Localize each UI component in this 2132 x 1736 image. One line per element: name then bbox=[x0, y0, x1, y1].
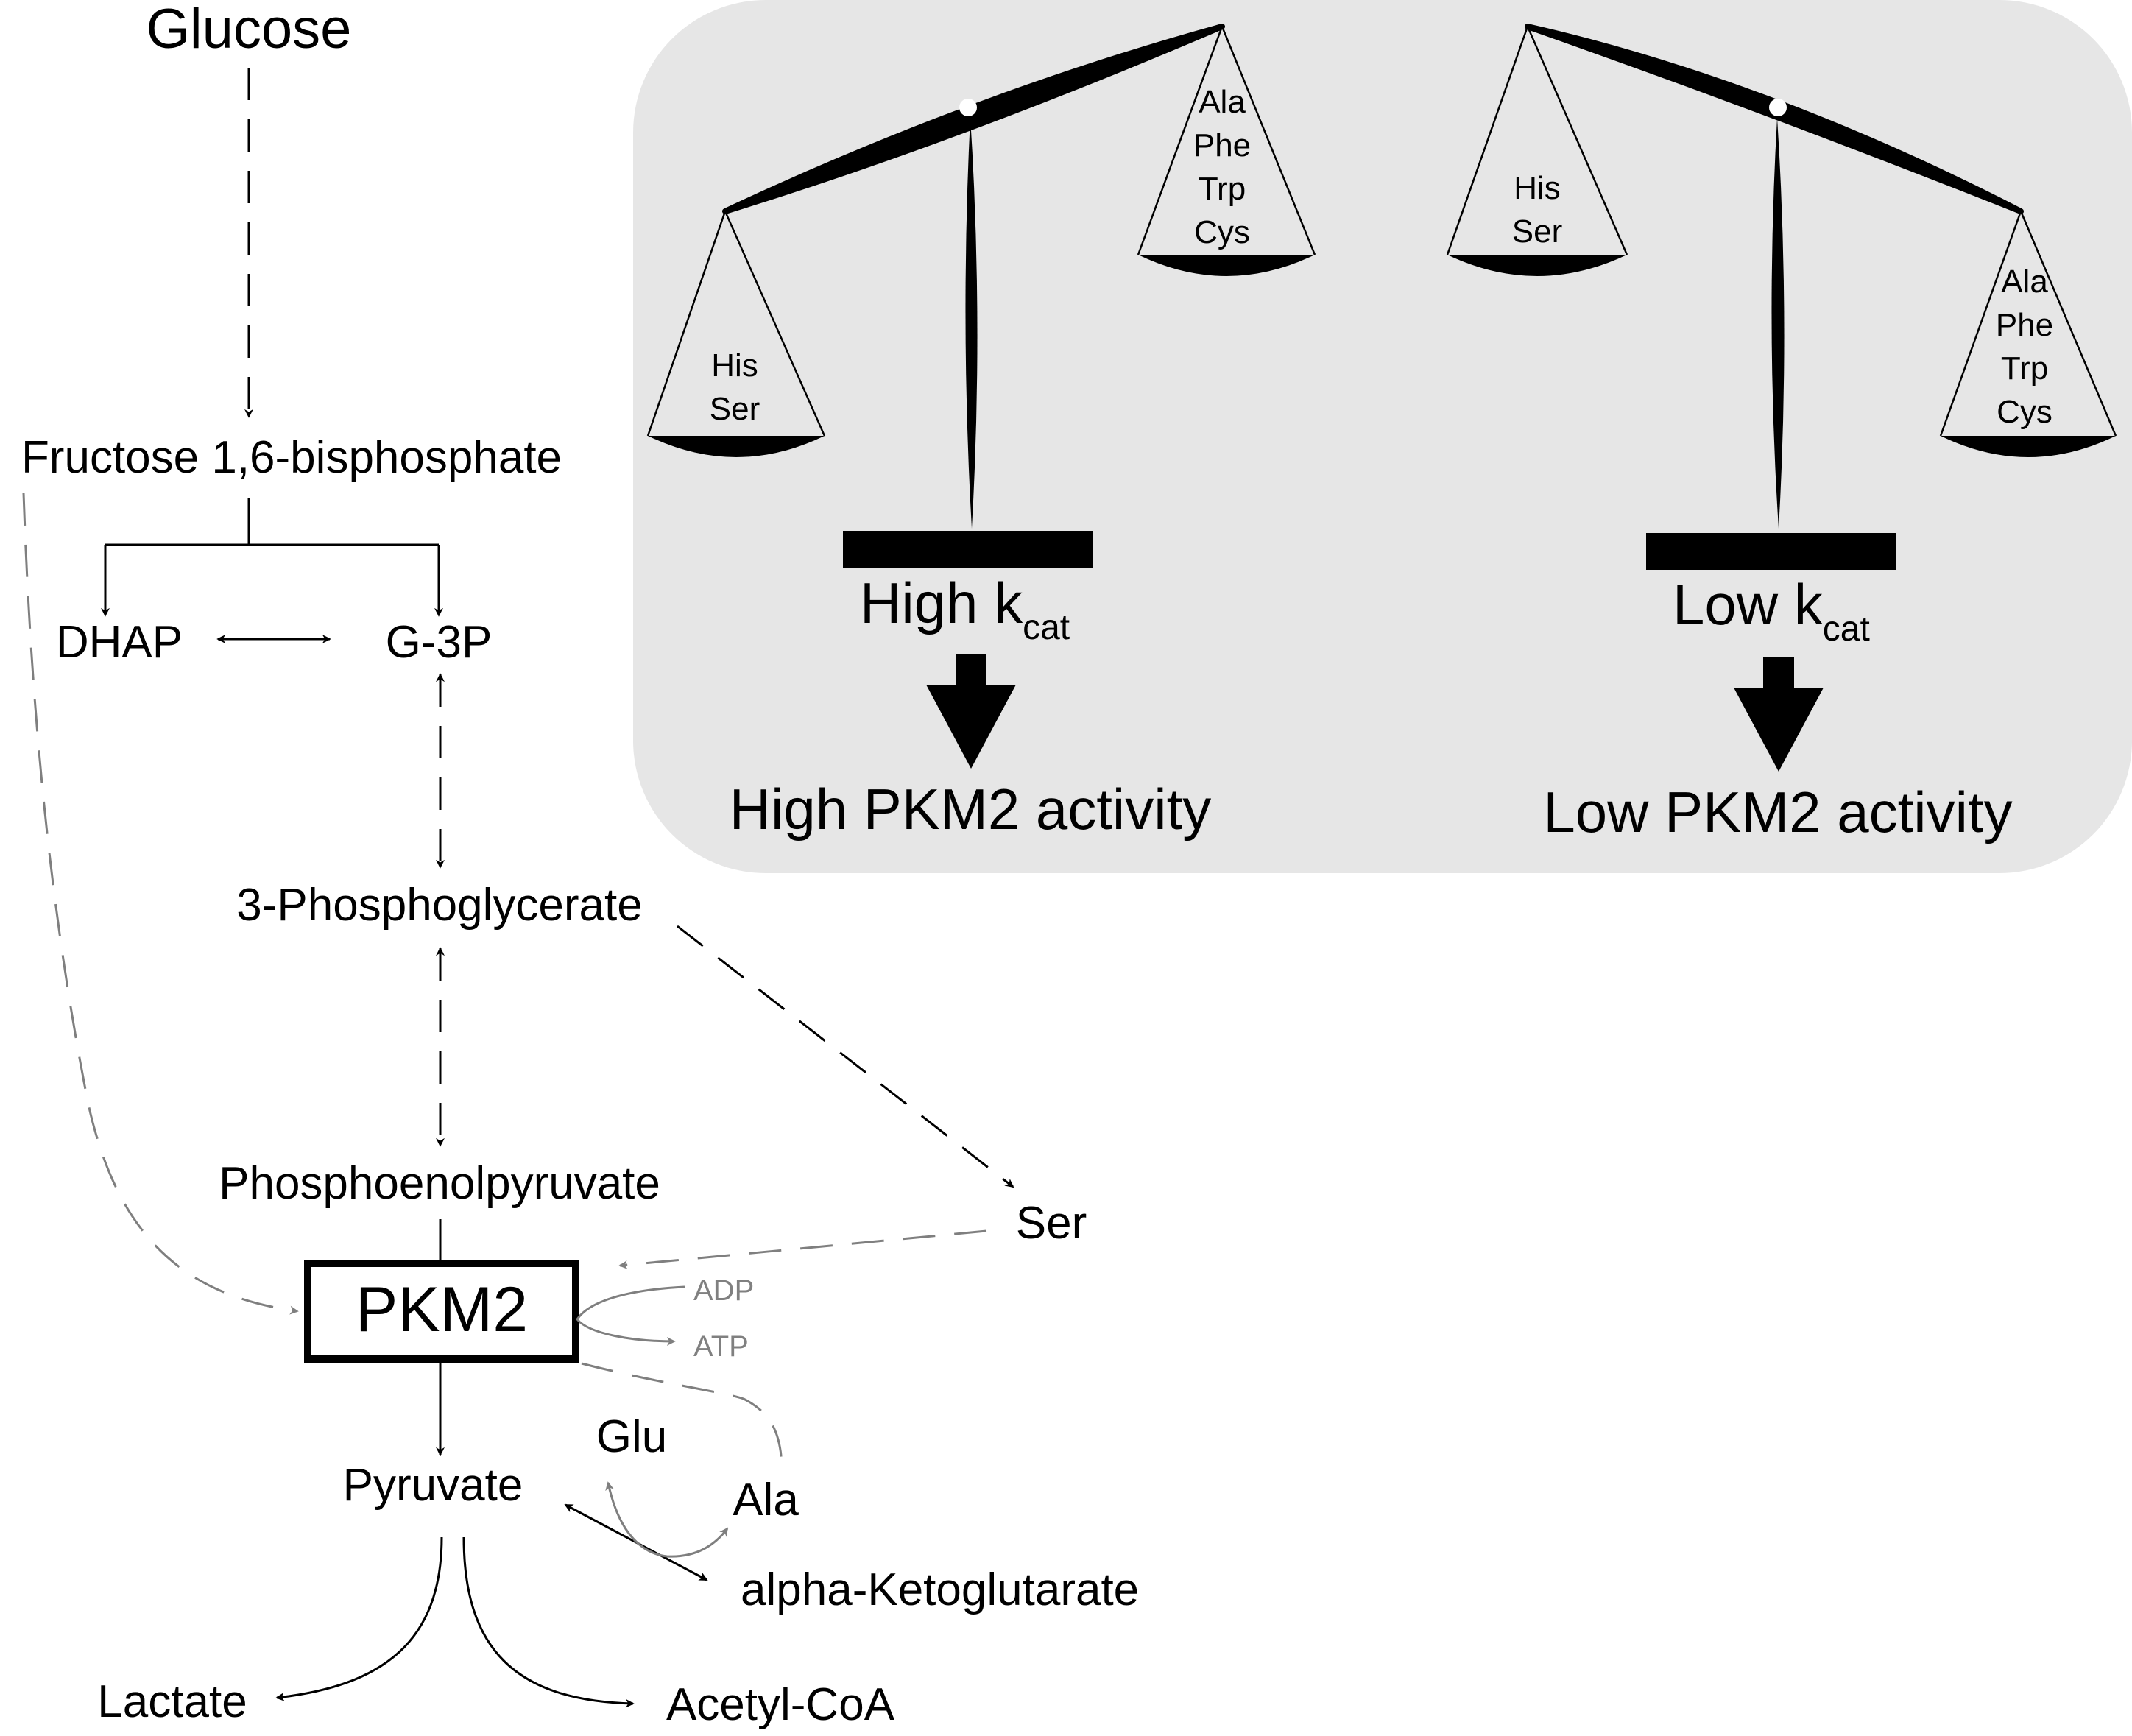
edge-ala-pkm2 bbox=[581, 1362, 783, 1466]
node-dhap: DHAP bbox=[56, 617, 183, 668]
kcat-left-label: High kcat bbox=[860, 571, 1070, 647]
node-glucose: Glucose bbox=[147, 0, 352, 60]
pkm2-box bbox=[304, 1260, 579, 1363]
edge-3pg-ser bbox=[677, 925, 1014, 1188]
balance-left-low-pan-item: Ser bbox=[710, 391, 760, 427]
node-acetyl-coa: Acetyl-CoA bbox=[666, 1679, 895, 1730]
node-fructose: Fructose 1,6-bisphosphate bbox=[21, 432, 562, 483]
balance-left-high-pan bbox=[1138, 255, 1315, 276]
node-pkm2: PKM2 bbox=[356, 1274, 528, 1345]
node-pyruvate: Pyruvate bbox=[343, 1460, 523, 1511]
balance-left-low-pan bbox=[648, 436, 825, 457]
node-g3p: G-3P bbox=[386, 617, 493, 668]
node-ser: Ser bbox=[1016, 1198, 1087, 1249]
node-lactate: Lactate bbox=[97, 1676, 247, 1727]
balance-left: His Ser Ala Phe Trp Cys High kcat High P… bbox=[646, 24, 1316, 841]
big-arrow-right bbox=[1734, 657, 1824, 772]
balance-left-high-pan-item: Ala bbox=[1199, 84, 1246, 120]
node-ala: Ala bbox=[733, 1475, 799, 1525]
edge-fructose-fork bbox=[105, 498, 439, 546]
balance-right: His Ser Ala Phe Trp Cys Low kcat Low PKM… bbox=[1446, 24, 2117, 844]
balance-left-high-pan-item: Cys bbox=[1194, 214, 1250, 250]
balance-right-pivot bbox=[1769, 99, 1787, 116]
node-atp: ATP bbox=[693, 1330, 749, 1363]
node-phosphoenolpyruvate: Phosphoenolpyruvate bbox=[219, 1158, 660, 1209]
balance-left-high-pan-strings bbox=[1137, 26, 1316, 255]
balance-left-post bbox=[965, 118, 978, 529]
balance-right-low-pan-item: Phe bbox=[1996, 307, 2053, 343]
edge-pyruvate-acetylcoa bbox=[462, 1536, 635, 1708]
result-left: High PKM2 activity bbox=[730, 777, 1212, 841]
balance-left-high-pan-item: Phe bbox=[1193, 127, 1251, 163]
balance-right-high-pan bbox=[1447, 255, 1627, 276]
edge-glu-ala bbox=[605, 1481, 729, 1558]
node-alpha-ketoglutarate: alpha-Ketoglutarate bbox=[741, 1564, 1139, 1615]
balance-right-high-pan-item: Ser bbox=[1512, 214, 1562, 250]
edge-adp-atp bbox=[576, 1285, 685, 1346]
balance-right-high-pan-item: His bbox=[1514, 170, 1561, 206]
balance-right-low-pan-item: Trp bbox=[2001, 350, 2048, 387]
balance-right-high-pan-strings bbox=[1446, 26, 1628, 255]
result-right: Low PKM2 activity bbox=[1543, 780, 2012, 844]
edge-pyruvate-lactate bbox=[275, 1536, 443, 1701]
pathway: Glucose Fructose 1,6-bisphosphate DHAP G… bbox=[21, 0, 1139, 1730]
node-glu: Glu bbox=[596, 1411, 667, 1462]
balance-left-low-pan-item: His bbox=[711, 347, 758, 384]
kcat-right-label: Low kcat bbox=[1673, 572, 1870, 649]
edge-ser-pkm2 bbox=[618, 1229, 987, 1270]
node-3-phosphoglycerate: 3-Phosphoglycerate bbox=[236, 880, 642, 931]
balance-right-post bbox=[1771, 118, 1785, 529]
balance-right-low-pan-item: Cys bbox=[1997, 394, 2052, 430]
balance-right-base bbox=[1646, 533, 1896, 570]
balance-panel bbox=[633, 0, 2132, 873]
balance-left-high-pan-item: Trp bbox=[1199, 171, 1246, 207]
balance-right-low-pan bbox=[1941, 436, 2116, 457]
balance-left-base bbox=[843, 531, 1093, 568]
node-adp: ADP bbox=[693, 1274, 754, 1307]
balance-right-low-pan-item: Ala bbox=[2001, 264, 2048, 300]
balance-left-low-pan-strings bbox=[646, 211, 826, 437]
big-arrow-left bbox=[926, 654, 1016, 769]
balance-left-pivot bbox=[959, 99, 977, 116]
balance-right-low-pan-strings bbox=[1939, 211, 2117, 437]
